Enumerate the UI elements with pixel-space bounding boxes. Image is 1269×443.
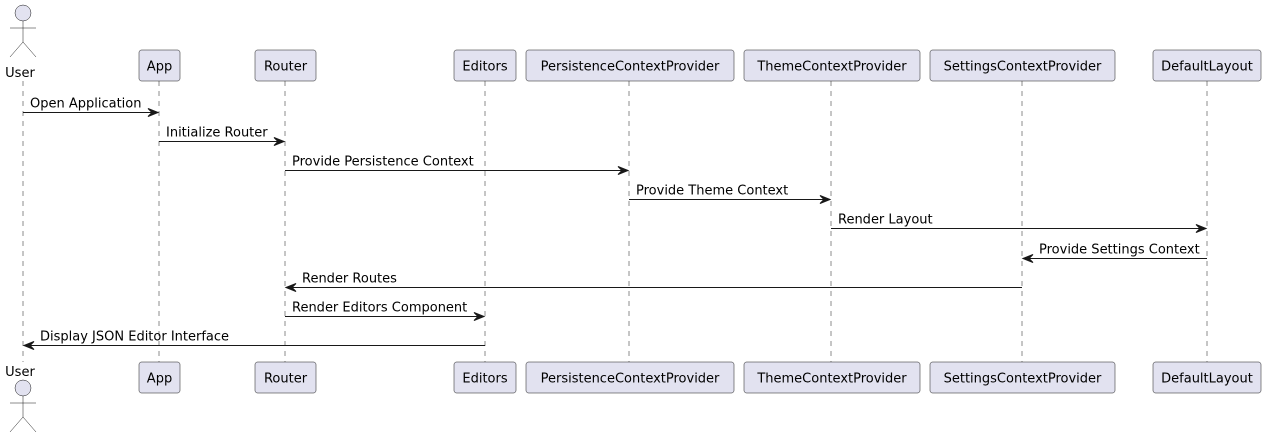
message-label: Render Editors Component — [292, 301, 467, 316]
participant-box — [453, 361, 517, 394]
actor-leg-right — [22, 416, 37, 433]
message-9: Display JSON Editor Interface — [22, 330, 485, 350]
participant-box — [138, 49, 181, 82]
participant-box — [525, 361, 735, 394]
participant-label: Router — [264, 60, 308, 75]
participant-label: ThemeContextProvider — [756, 372, 907, 387]
arrowhead-icon — [22, 341, 35, 350]
participant-label: SettingsContextProvider — [944, 60, 1102, 75]
actor-leg-left — [9, 416, 24, 433]
actor-user-bottom: User — [5, 365, 37, 433]
participant-label: PersistenceContextProvider — [541, 372, 720, 387]
participant-layout-bottom: DefaultLayout — [1152, 361, 1262, 394]
participant-label: PersistenceContextProvider — [541, 60, 720, 75]
participant-editors-bottom: Editors — [453, 361, 517, 394]
message-4: Provide Theme Context — [629, 184, 832, 204]
participant-box — [254, 361, 317, 394]
participant-label: Editors — [462, 60, 507, 75]
participant-label: ThemeContextProvider — [756, 60, 907, 75]
message-7: Render Routes — [284, 272, 1022, 292]
participant-layout-top: DefaultLayout — [1152, 49, 1262, 82]
participant-label: Router — [264, 372, 308, 387]
participant-box — [743, 361, 921, 394]
arrowhead-icon — [147, 108, 160, 117]
arrowhead-icon — [617, 166, 630, 175]
participant-label: DefaultLayout — [1161, 372, 1253, 387]
participants-top: App Router Editors PersistenceContextProvid… — [138, 49, 1262, 82]
participant-label: App — [147, 60, 172, 75]
participant-box — [743, 49, 921, 82]
message-label: Provide Theme Context — [636, 184, 788, 199]
arrowhead-icon — [273, 137, 286, 146]
message-8: Render Editors Component — [285, 301, 486, 321]
arrowhead-icon — [819, 195, 832, 204]
participant-router-top: Router — [254, 49, 317, 82]
participant-box — [929, 49, 1116, 82]
actor-leg-right — [22, 41, 37, 58]
actor-head-icon — [14, 4, 32, 22]
participant-box — [1152, 361, 1262, 394]
actor-label: User — [5, 66, 35, 81]
actor-top: User — [5, 4, 37, 81]
arrowhead-icon — [473, 312, 486, 321]
participant-label: DefaultLayout — [1161, 60, 1253, 75]
participant-box — [138, 361, 181, 394]
arrowhead-icon — [1195, 224, 1208, 233]
message-1: Open Application — [23, 97, 160, 117]
participant-settings-top: SettingsContextProvider — [929, 49, 1116, 82]
message-2: Initialize Router — [159, 126, 286, 146]
message-label: Provide Settings Context — [1039, 243, 1200, 258]
participant-persistence-top: PersistenceContextProvider — [525, 49, 735, 82]
message-5: Render Layout — [831, 213, 1208, 233]
message-label: Initialize Router — [166, 126, 268, 141]
participant-editors-top: Editors — [453, 49, 517, 82]
message-3: Provide Persistence Context — [285, 155, 630, 175]
participant-router-bottom: Router — [254, 361, 317, 394]
participant-label: App — [147, 372, 172, 387]
participant-persistence-bottom: PersistenceContextProvider — [525, 361, 735, 394]
participant-box — [254, 49, 317, 82]
participant-app-bottom: App — [138, 361, 181, 394]
message-label: Render Layout — [838, 213, 933, 228]
arrowhead-icon — [284, 283, 297, 292]
actor-user-top: User — [5, 4, 37, 81]
participant-settings-bottom: SettingsContextProvider — [929, 361, 1116, 394]
participants-bottom: App Router Editors PersistenceContextProvid… — [138, 361, 1262, 394]
actor-leg-left — [9, 41, 24, 58]
lifelines — [22, 81, 1208, 362]
message-label: Provide Persistence Context — [292, 155, 474, 170]
participant-box — [453, 49, 517, 82]
message-label: Open Application — [30, 97, 142, 112]
actor-label: User — [5, 365, 35, 380]
actor-head-icon — [14, 379, 32, 397]
message-label: Display JSON Editor Interface — [40, 330, 229, 345]
participant-theme-top: ThemeContextProvider — [743, 49, 921, 82]
participant-box — [929, 361, 1116, 394]
participant-box — [1152, 49, 1262, 82]
participant-theme-bottom: ThemeContextProvider — [743, 361, 921, 394]
participant-box — [525, 49, 735, 82]
participant-label: SettingsContextProvider — [944, 372, 1102, 387]
participant-label: Editors — [462, 372, 507, 387]
actor-bottom: User — [5, 365, 37, 433]
arrowhead-icon — [1021, 254, 1034, 263]
participant-app-top: App — [138, 49, 181, 82]
message-6: Provide Settings Context — [1021, 243, 1207, 263]
message-label: Render Routes — [302, 272, 397, 287]
